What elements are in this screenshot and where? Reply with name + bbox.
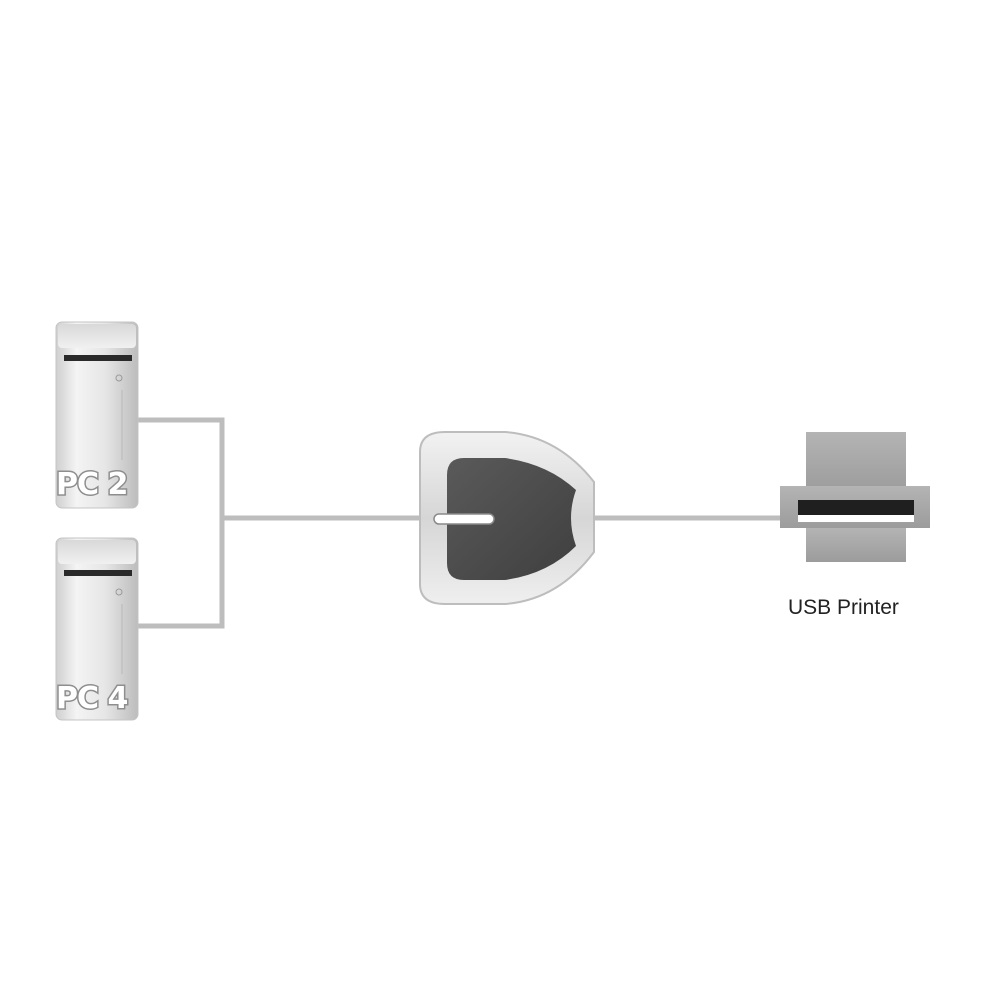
- printer-base: [806, 528, 906, 562]
- printer-label: USB Printer: [788, 596, 899, 619]
- usb-switch: [419, 431, 595, 605]
- power-led-icon: [115, 374, 123, 382]
- tower-body: [55, 321, 139, 509]
- pc-bottom-label: PC 4: [56, 681, 127, 716]
- printer-paper-feed: [806, 432, 906, 492]
- cable-group: [138, 417, 782, 629]
- switch-face: [447, 458, 576, 580]
- drive-bay: [64, 570, 132, 576]
- drive-bay: [64, 355, 132, 361]
- printer-tray-highlight: [798, 515, 914, 522]
- usb-printer: USB Printer: [780, 432, 930, 619]
- pc-tower-top: PC 2: [55, 321, 139, 509]
- switch-slider-button[interactable]: [433, 513, 495, 525]
- pc-tower-bottom: PC 4: [55, 537, 139, 721]
- cable-pc4: [138, 518, 225, 629]
- tower-body: [55, 537, 139, 721]
- tower-top-cap: [58, 540, 136, 564]
- cable-pc2: [138, 417, 225, 518]
- power-led-icon: [115, 588, 123, 596]
- pc-top-label: PC 2: [56, 467, 127, 502]
- tower-top-cap: [58, 324, 136, 348]
